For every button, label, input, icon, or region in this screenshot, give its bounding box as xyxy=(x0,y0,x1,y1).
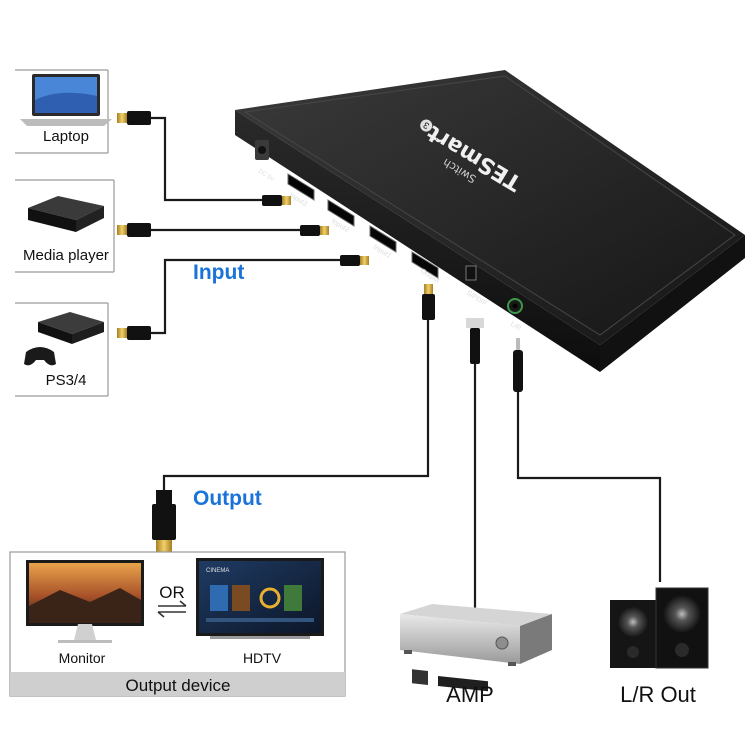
input-label: Input xyxy=(193,261,244,284)
cable-laptop xyxy=(150,116,262,202)
swap-arrows-icon xyxy=(157,600,187,618)
source-label-media-player: Media player xyxy=(23,247,109,264)
hdmi-plug xyxy=(117,255,369,340)
port-label-lr: L/R xyxy=(509,321,522,333)
source-media-player: Media player xyxy=(15,179,115,273)
cable-lr xyxy=(516,392,662,582)
monitor-icon xyxy=(26,560,144,643)
or-label: OR xyxy=(159,583,185,602)
front-ports: DC 5V Input3 Input2 Input1 Output S/PDIF… xyxy=(255,140,523,333)
source-label-laptop: Laptop xyxy=(43,128,89,145)
output-connectors xyxy=(152,284,523,554)
output-cables xyxy=(162,318,662,612)
output-label: Output xyxy=(193,487,262,510)
amp-label: AMP xyxy=(446,682,494,707)
hdtv-label: HDTV xyxy=(243,650,282,666)
hdmi-switch: TESmart Switch 3 DC 5V Input3 Input2 Inp… xyxy=(235,70,745,372)
monitor-label: Monitor xyxy=(59,650,106,666)
switch-side xyxy=(600,235,745,372)
model-number: 3 xyxy=(421,120,430,131)
input-cables xyxy=(150,116,340,335)
output-device-panel: Output device Monitor OR CINEMA HDTV xyxy=(9,551,346,697)
hdmi-plug xyxy=(117,111,291,206)
switch-top xyxy=(235,70,745,345)
source-laptop: Laptop xyxy=(15,69,112,154)
input-connectors xyxy=(117,111,369,340)
laptop-icon xyxy=(20,74,112,126)
game-console-icon xyxy=(24,312,104,366)
source-ps: PS3/4 xyxy=(15,302,109,397)
cable-hdmi-out xyxy=(162,318,430,490)
hdtv-icon: CINEMA xyxy=(196,558,324,639)
output-device-label: Output device xyxy=(126,676,231,695)
lr-out-label: L/R Out xyxy=(620,682,696,707)
tv-menu-label: CINEMA xyxy=(206,568,229,574)
output-device-banner xyxy=(10,672,345,696)
hdmi-plug xyxy=(117,223,329,237)
source-label-ps: PS3/4 xyxy=(46,372,87,389)
media-player-icon xyxy=(28,196,104,232)
amp-icon xyxy=(400,604,552,692)
cable-ps xyxy=(150,258,340,335)
speakers-icon xyxy=(610,587,709,669)
port-label-dc: DC 5V xyxy=(257,169,275,183)
